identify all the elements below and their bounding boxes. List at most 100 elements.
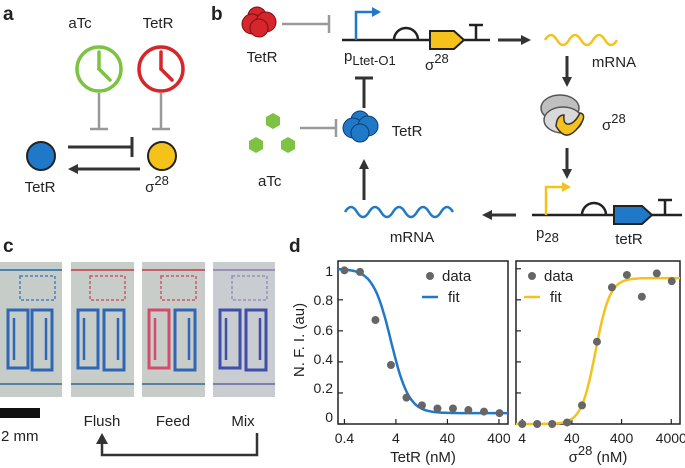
tetr-protein-red-icon xyxy=(241,6,277,38)
tetr-to-sigma-inhibit xyxy=(68,137,134,157)
plot-sigma-frame xyxy=(515,260,681,425)
tetr-data-point xyxy=(464,406,473,415)
tetr-node-label: TetR xyxy=(25,179,56,196)
legend-dot-sigma xyxy=(528,272,536,280)
mrna-blue-icon xyxy=(343,205,455,219)
chip-photo-mix xyxy=(213,262,275,397)
tetr-data-point xyxy=(495,409,504,418)
tetr-data-point xyxy=(433,404,442,413)
panel-d-letter: d xyxy=(289,236,301,257)
legend-data-sigma: data xyxy=(544,268,574,285)
tetr-clock-icon xyxy=(137,45,185,93)
legend-fit-sigma: fit xyxy=(550,289,563,306)
tetr-x-tick-label: 4 xyxy=(392,430,400,446)
tetr-mid-label: TetR xyxy=(392,123,423,140)
cycle-arrow-head xyxy=(96,433,108,444)
step-label-mix: Mix xyxy=(231,413,255,430)
sigma-data-point xyxy=(637,292,646,301)
y-tick-0.6: 0.6 xyxy=(314,322,334,338)
mrna1-label: mRNA xyxy=(592,54,636,71)
atc-inhibit-line xyxy=(90,93,108,131)
tetr-protein-blue-icon xyxy=(342,110,379,143)
tetr-repress-vertical xyxy=(355,76,373,108)
step-label-flush: Flush xyxy=(84,413,121,430)
atc-label-b: aTc xyxy=(258,173,282,190)
gene1-label: σ28 xyxy=(425,51,449,74)
tetr-data-point xyxy=(448,404,457,413)
sigma-node-label: σ28 xyxy=(145,173,169,196)
mrna-yellow-icon xyxy=(543,33,619,47)
panel-a-letter: a xyxy=(3,4,14,25)
sigma-data-point xyxy=(652,269,661,278)
tetr-data-point xyxy=(386,361,395,370)
y-axis-label: N. F. I. (au) xyxy=(291,303,308,377)
x-axis-label-tetr: TetR (nM) xyxy=(390,449,456,466)
chip-photo-overview xyxy=(0,262,62,397)
legend-data-tetr: data xyxy=(442,268,472,285)
gene-construct-tetr xyxy=(532,182,682,225)
sigma-data-point xyxy=(518,420,527,428)
plot-sigma: 4 40 400 4000 data fit σ28 (nM) xyxy=(515,260,685,466)
panel-d: d N. F. I. (au) 0 0.2 0.4 0.6 0.8 1 0.4 4… xyxy=(289,236,685,466)
rnap-label: σ28 xyxy=(602,111,626,134)
sigma-data-point xyxy=(592,337,601,346)
panel-b-letter: b xyxy=(211,4,223,25)
cycle-arrow xyxy=(100,433,259,457)
sigma-data-point xyxy=(563,418,572,427)
y-tick-0.2: 0.2 xyxy=(314,380,334,396)
panel-a: a aTc TetR xyxy=(3,4,185,196)
panel-b: b TetR pLtet-O1 σ28 mRNA xyxy=(211,4,682,248)
scale-bar xyxy=(0,408,40,418)
legend-fit-tetr: fit xyxy=(448,289,461,306)
sigma-fit-line xyxy=(516,276,680,426)
tetr-data-point xyxy=(340,266,349,275)
tetr-x-tick-label: 400 xyxy=(487,430,511,446)
panel-c-letter: c xyxy=(3,236,14,257)
plot-tetr-frame xyxy=(337,260,509,425)
y-tick-0: 0 xyxy=(325,409,333,425)
tetr-data-point xyxy=(402,393,411,402)
sigma-data-point xyxy=(607,283,616,292)
tetr-repress-promoter xyxy=(282,15,331,33)
panel-c: c xyxy=(0,236,275,457)
sigma-x-tick-label: 4 xyxy=(518,430,526,446)
tetr-data-point xyxy=(479,407,488,416)
tetr-data-point xyxy=(417,401,426,410)
chip-photo-flush xyxy=(71,262,134,397)
x-axis-label-sigma: σ28 (nM) xyxy=(569,443,628,466)
sigma-data-point xyxy=(548,420,557,428)
tetr-x-tick-label: 0.4 xyxy=(335,430,355,446)
y-tick-0.8: 0.8 xyxy=(314,292,334,308)
sigma-x-tick-label: 4000 xyxy=(656,430,685,446)
tetr-data-point xyxy=(355,267,364,276)
legend-dot-tetr xyxy=(426,272,434,280)
sigma-node xyxy=(147,141,177,171)
sigma-x-tick-label: 400 xyxy=(610,430,634,446)
mrna2-label: mRNA xyxy=(390,229,434,246)
atc-label-a: aTc xyxy=(68,15,92,32)
sigma-data-point xyxy=(578,401,587,410)
tetr-data-point xyxy=(371,315,380,324)
tetr-fit-line xyxy=(337,267,508,415)
atc-molecules-icon xyxy=(249,113,295,153)
promoter1-label: pLtet-O1 xyxy=(344,48,396,68)
plot-tetr: 0.4 4 40 400 data fit TetR (nM) xyxy=(335,260,511,466)
chip-photo-feed xyxy=(142,262,205,397)
gene2-label: tetR xyxy=(615,231,643,248)
y-tick-0.4: 0.4 xyxy=(314,351,334,367)
atc-clock-icon xyxy=(75,45,123,93)
tetr-x-tick-label: 40 xyxy=(440,430,456,446)
tetr-top-label-b: TetR xyxy=(247,49,278,66)
sigma-data-point xyxy=(667,277,676,286)
atc-inhibit-tetr xyxy=(300,119,338,137)
y-tick-1: 1 xyxy=(325,263,333,279)
sigma-data-point xyxy=(622,270,631,279)
tetr-inhibit-line xyxy=(152,93,170,131)
tetr-node xyxy=(26,141,56,171)
tetr-top-label-a: TetR xyxy=(143,15,174,32)
gene-construct-sigma xyxy=(342,7,490,50)
scale-label: 2 mm xyxy=(1,428,39,445)
rnap-sigma-complex-icon xyxy=(540,94,585,136)
sigma-x-tick-label: 40 xyxy=(564,430,580,446)
